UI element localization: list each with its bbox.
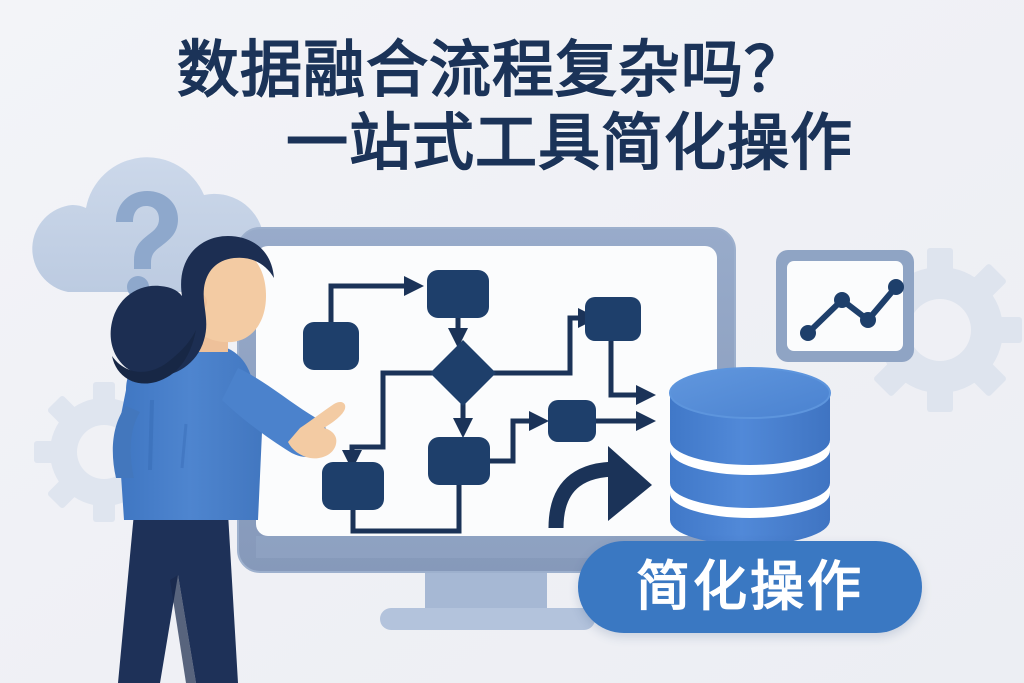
flow-node-intake <box>427 270 489 318</box>
flow-node-merge <box>428 437 490 485</box>
flow-node-output <box>322 462 384 510</box>
curved-arrow-to-database-icon <box>548 446 652 529</box>
flow-node-branch-top <box>585 297 641 341</box>
flow-node-start <box>303 322 359 370</box>
chart-line <box>805 284 899 336</box>
woman-pointing-at-screen <box>110 236 346 683</box>
monitor-stand <box>380 565 595 630</box>
flow-decision-diamond <box>430 340 496 406</box>
chart-markers <box>800 279 904 341</box>
flow-node-transform <box>548 400 596 442</box>
line-chart-panel <box>776 250 914 362</box>
simplify-operation-badge[interactable]: 简化操作 <box>578 541 922 633</box>
flowchart-nodes <box>303 270 641 510</box>
badge-label: 简化操作 <box>636 557 864 617</box>
database-cylinder-icon <box>669 367 831 570</box>
flowchart-diagram <box>328 276 656 534</box>
